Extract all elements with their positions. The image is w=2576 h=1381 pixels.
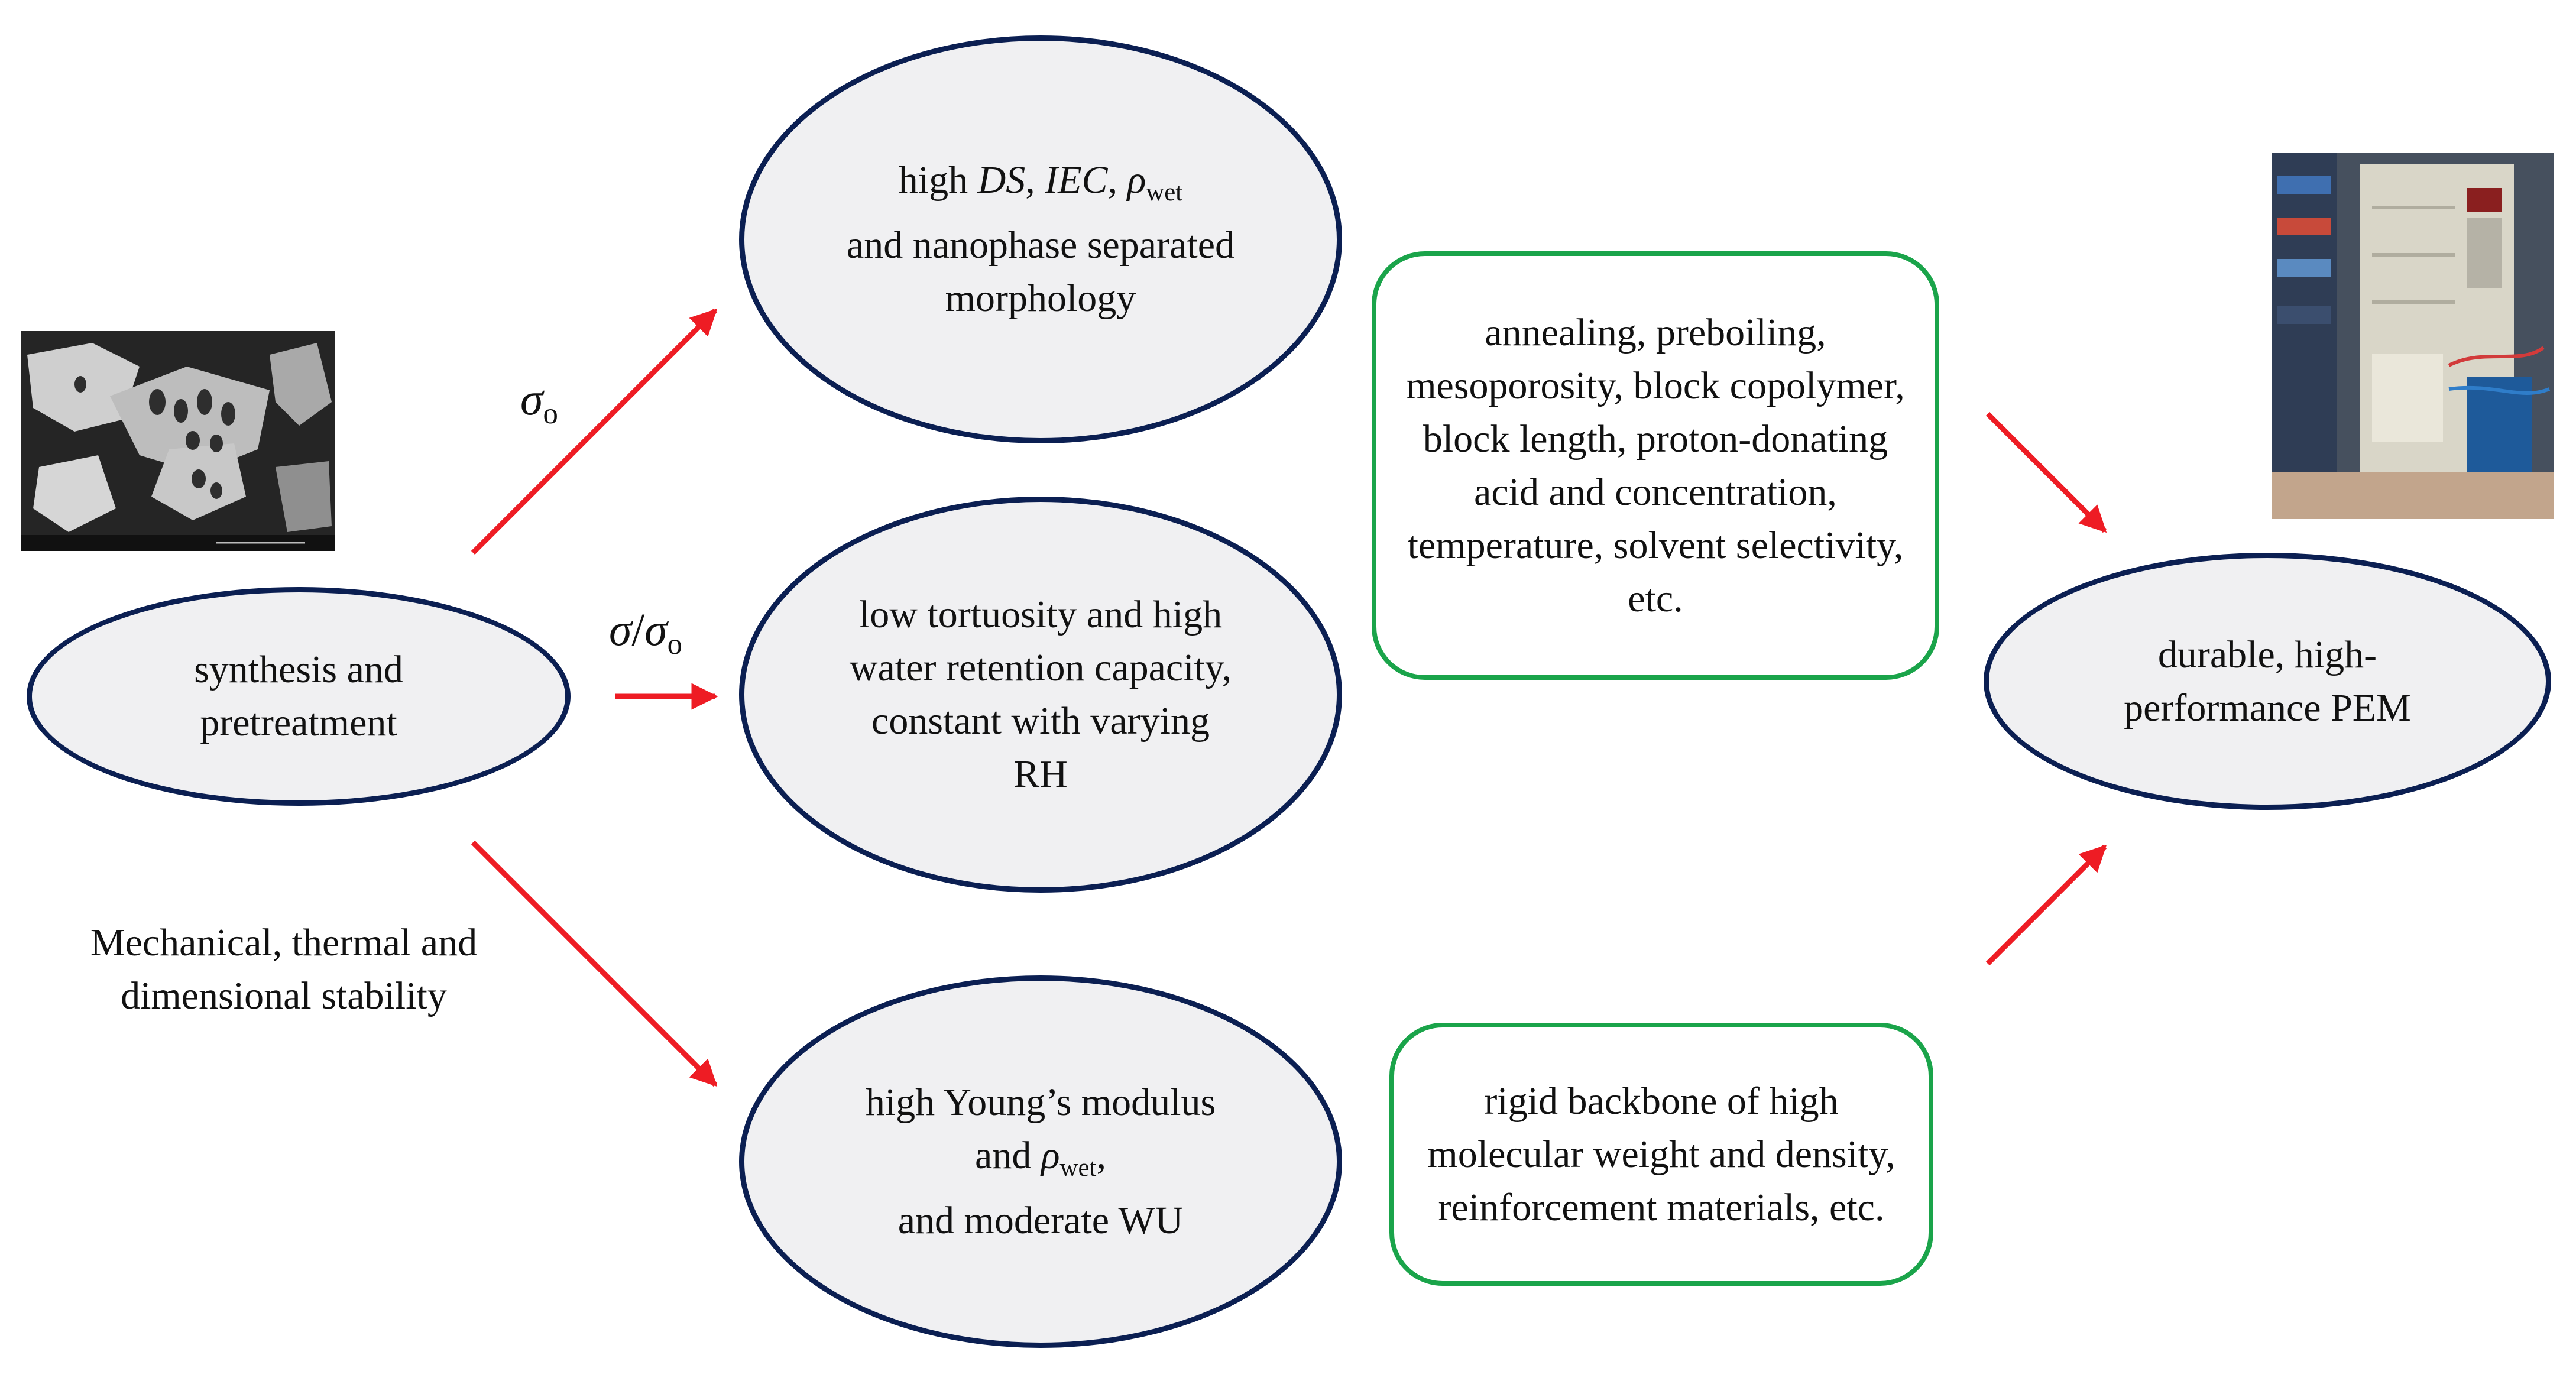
modulus-comma: ,: [1096, 1133, 1106, 1177]
modulus-text-rest: and moderate WU: [897, 1199, 1184, 1243]
morphology-text-rest: and nanophase separated morphology: [846, 223, 1235, 320]
sigma-symbol: σ: [644, 604, 668, 655]
math-rho-subscript: wet: [1146, 178, 1183, 206]
arrow-factors-to-pem: [1985, 411, 2107, 533]
node-morphology: high DS, IEC, ρwet and nanophase separat…: [739, 35, 1342, 443]
box-factors: annealing, preboiling, mesoporosity, blo…: [1372, 251, 1939, 680]
morphology-comma: ,: [1025, 158, 1045, 202]
node-pem-label: durable, high-performance PEM: [2124, 633, 2411, 730]
box-mechanical-factors-label: rigid backbone of high molecular weight …: [1427, 1079, 1895, 1229]
arrow-to-morphology: [471, 308, 718, 555]
sigma-subscript: o: [543, 397, 558, 430]
sigma-symbol: σ: [520, 373, 543, 424]
modulus-text-high: high Young’s modulus and: [865, 1080, 1216, 1177]
sem-micrograph-image: [21, 331, 335, 551]
math-rho-subscript: wet: [1059, 1153, 1097, 1182]
morphology-text-high: high: [898, 158, 978, 202]
arrow-to-modulus: [471, 840, 718, 1087]
sigma-symbol: σ: [609, 604, 632, 655]
box-mechanical-factors: rigid backbone of high molecular weight …: [1389, 1023, 1933, 1286]
node-modulus: high Young’s modulus and ρwet, and moder…: [739, 975, 1342, 1348]
arrow-mechanical-to-pem: [1985, 844, 2107, 966]
box-factors-label: annealing, preboiling, mesoporosity, blo…: [1406, 310, 1905, 620]
node-morphology-label: high DS, IEC, ρwet and nanophase separat…: [833, 154, 1248, 326]
node-synthesis: synthesis and pretreatment: [27, 587, 571, 806]
node-synthesis-label: synthesis and pretreatment: [194, 648, 403, 744]
label-sigma-o: σo: [520, 372, 558, 430]
label-stability: Mechanical, thermal and dimensional stab…: [90, 921, 478, 1017]
math-rho: ρ: [1041, 1133, 1060, 1177]
node-tortuosity: low tortuosity and high water retention …: [739, 497, 1342, 893]
math-ds: DS: [977, 158, 1026, 202]
math-rho: ρ: [1127, 158, 1146, 202]
sigma-slash: /: [631, 604, 645, 655]
node-tortuosity-label: low tortuosity and high water retention …: [849, 593, 1232, 796]
test-station-photo: [2272, 153, 2554, 519]
node-pem: durable, high-performance PEM: [1984, 553, 2551, 810]
morphology-comma: ,: [1107, 158, 1127, 202]
label-sigma-ratio: σ/σo: [609, 603, 682, 661]
sigma-subscript: o: [667, 627, 682, 661]
math-iec: IEC: [1045, 158, 1108, 202]
node-modulus-label: high Young’s modulus and ρwet, and moder…: [833, 1076, 1248, 1248]
